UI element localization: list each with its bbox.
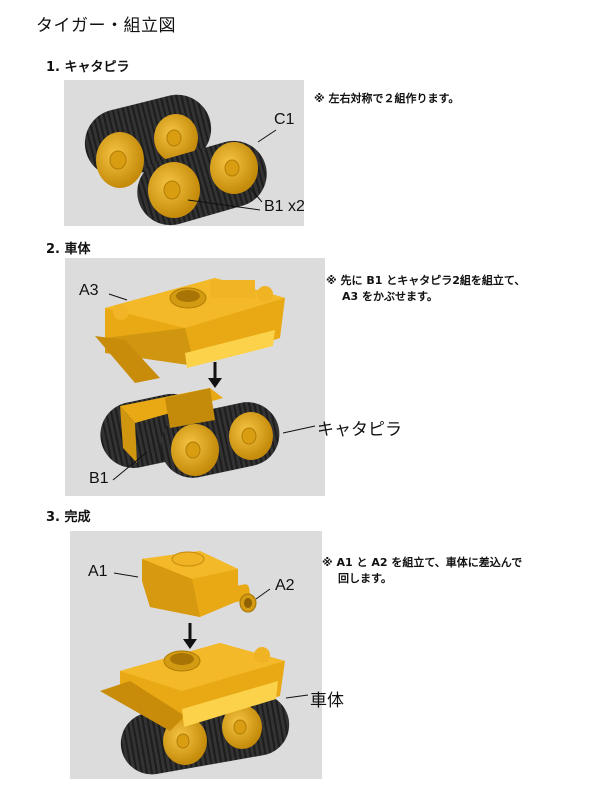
step-2-note-line-1: ※ 先に B1 とキャタピラ2組を組立て、 bbox=[326, 274, 526, 287]
completed-tank-diagram bbox=[100, 551, 309, 775]
part-label-a2: A2 bbox=[275, 577, 295, 594]
step-2-heading: 2. 車体 bbox=[46, 242, 91, 257]
step-3-heading: 3. 完成 bbox=[46, 510, 91, 525]
step-1-illustration: C1 B1 x2 bbox=[64, 80, 304, 226]
part-label-b1: B1 bbox=[89, 470, 109, 487]
step-2-note-line-2: A3 をかぶせます。 bbox=[342, 290, 438, 303]
callout-hull: 車体 bbox=[310, 691, 344, 711]
page-title: タイガー・組立図 bbox=[36, 16, 176, 36]
part-label-c1: C1 bbox=[274, 111, 295, 128]
step-3-note: ※ A1 と A2 を組立て、車体に差込んで 回します。 bbox=[322, 555, 522, 587]
hull-assembly-diagram bbox=[95, 278, 316, 481]
step-3-illustration: A1 A2 bbox=[70, 531, 322, 779]
step-3-note-line-2: 回します。 bbox=[338, 572, 392, 585]
part-label-b1-x2: B1 x2 bbox=[264, 198, 304, 215]
part-label-a3: A3 bbox=[79, 282, 99, 299]
step-1-heading: 1. キャタピラ bbox=[46, 60, 130, 75]
step-2-illustration: A3 B1 bbox=[65, 258, 325, 496]
step-1-note-line-1: ※ 左右対称で２組作ります。 bbox=[314, 92, 460, 105]
step-2-note: ※ 先に B1 とキャタピラ2組を組立て、 A3 をかぶせます。 bbox=[326, 273, 525, 305]
callout-tracks: キャタピラ bbox=[317, 420, 402, 440]
tracks-diagram bbox=[84, 94, 277, 226]
part-label-a1: A1 bbox=[88, 563, 108, 580]
step-1-note: ※ 左右対称で２組作ります。 bbox=[314, 91, 459, 107]
step-3-note-line-1: ※ A1 と A2 を組立て、車体に差込んで bbox=[322, 556, 523, 569]
